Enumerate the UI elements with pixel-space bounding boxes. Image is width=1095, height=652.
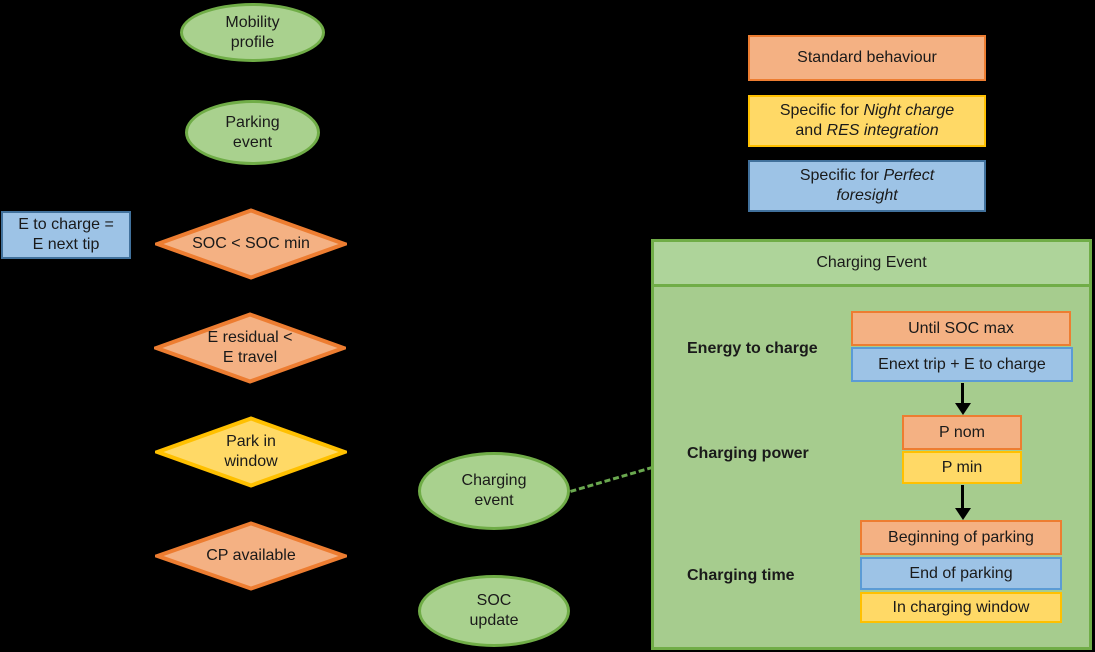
diamond-shape — [155, 416, 347, 488]
arrow-power-to-time-line — [961, 485, 964, 508]
legend-night-charge-res-label: Specific for Night charge and RES integr… — [780, 101, 954, 141]
option-enext-trip-plus-e-to-charge: Enext trip + E to charge — [851, 347, 1073, 382]
arrow-power-to-time-head — [955, 508, 971, 520]
option-p-nom: P nom — [902, 415, 1022, 450]
node-charging-event-label: Charging event — [461, 472, 527, 509]
legend-perfect-foresight-label: Specific for Perfect foresight — [775, 166, 960, 206]
option-in-charging-window-label: In charging window — [892, 598, 1030, 616]
decision-cp-available-label: CP available — [206, 547, 296, 564]
decision-e-residual-label: E residual < E travel — [207, 329, 293, 366]
option-end-of-parking: End of parking — [860, 557, 1062, 590]
decision-cp-available: CP available — [155, 521, 347, 591]
option-enext-trip-label: Enext trip + E to charge — [878, 355, 1046, 373]
decision-park-in-window: Park in window — [155, 416, 347, 488]
option-p-min-label: P min — [941, 458, 983, 476]
node-charging-event: Charging event — [418, 452, 570, 530]
diamond-shape — [154, 312, 346, 384]
node-parking-event: Parking event — [185, 100, 320, 165]
decision-park-in-window-label: Park in window — [224, 433, 278, 470]
charging-event-panel-title: Charging Event — [816, 254, 927, 271]
diamond-shape — [155, 208, 347, 280]
legend-night-charge-res: Specific for Night charge and RES integr… — [748, 95, 986, 147]
option-in-charging-window: In charging window — [860, 592, 1062, 623]
arrow-energy-to-power-line — [961, 383, 964, 403]
charging-event-panel: Charging Event Energy to charge Until SO… — [651, 239, 1092, 650]
node-soc-update: SOC update — [418, 575, 570, 647]
legend-standard-behaviour-label: Standard behaviour — [797, 49, 937, 66]
option-p-nom-label: P nom — [939, 423, 985, 441]
legend-perfect-prefix: Specific for — [799, 167, 884, 184]
charging-event-panel-header: Charging Event — [654, 242, 1089, 287]
note-e-to-charge-label: E to charge = E next tip — [18, 216, 114, 253]
row-label-charging-time: Charging time — [687, 567, 795, 584]
row-label-charging-power: Charging power — [687, 445, 809, 462]
option-beginning-of-parking-label: Beginning of parking — [888, 528, 1034, 546]
decision-e-residual: E residual < E travel — [154, 312, 346, 384]
option-until-soc-max: Until SOC max — [851, 311, 1071, 346]
legend-standard-behaviour: Standard behaviour — [748, 35, 986, 81]
node-soc-update-label: SOC update — [469, 592, 519, 629]
legend-night-prefix: Specific for — [779, 102, 864, 119]
legend-night-italic1: Night charge — [863, 102, 955, 119]
node-parking-event-label: Parking event — [225, 113, 280, 151]
legend-perfect-foresight: Specific for Perfect foresight — [748, 160, 986, 212]
legend-night-mid: and — [795, 122, 827, 139]
option-end-of-parking-label: End of parking — [909, 564, 1013, 582]
option-until-soc-max-label: Until SOC max — [908, 319, 1014, 337]
arrow-energy-to-power-head — [955, 403, 971, 415]
node-mobility-profile-label: Mobility profile — [225, 13, 280, 51]
option-p-min: P min — [902, 451, 1022, 484]
legend-night-italic2: RES integration — [826, 122, 939, 139]
decision-soc-min: SOC < SOC min — [155, 208, 347, 280]
diamond-shape — [155, 521, 347, 591]
note-e-to-charge: E to charge = E next tip — [1, 211, 131, 259]
dashed-connector-line — [570, 465, 654, 493]
row-label-energy-to-charge: Energy to charge — [687, 340, 818, 357]
option-beginning-of-parking: Beginning of parking — [860, 520, 1062, 555]
node-mobility-profile: Mobility profile — [180, 3, 325, 62]
decision-soc-min-label: SOC < SOC min — [192, 235, 310, 252]
legend-perfect-italic: Perfect foresight — [836, 167, 935, 204]
